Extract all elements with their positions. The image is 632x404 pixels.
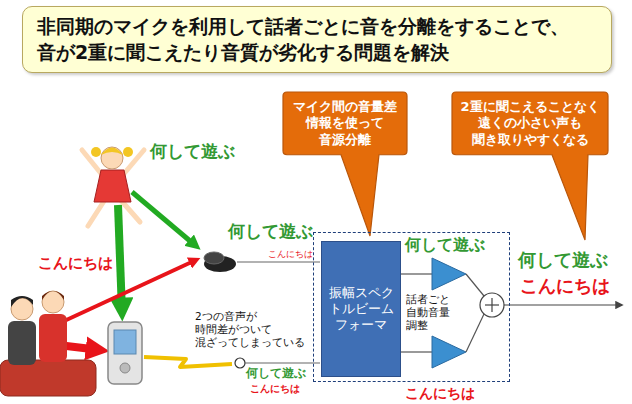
- speech-label: こんにちは: [38, 255, 113, 272]
- output-line: [504, 304, 622, 305]
- sofa: [0, 360, 96, 396]
- signal-label: こんにちは: [268, 249, 313, 259]
- signal-line: [400, 351, 432, 352]
- callout-outline: [283, 92, 407, 236]
- speech-label: 何して遊ぶ: [228, 222, 313, 242]
- plus-sign: [491, 298, 492, 312]
- hair: [42, 291, 64, 300]
- voice-arrow: [132, 192, 196, 246]
- title-box: 非同期のマイクを利用して話者ごとに音を分離をすることで、 音が2重に聞こえたり音…: [22, 6, 612, 73]
- signal-label: 何して遊ぶ: [405, 236, 485, 254]
- body: [39, 314, 67, 362]
- callout-box: マイク間の音量差 情報を使って 音源分離: [283, 92, 407, 155]
- amplifier-triangle: [432, 336, 466, 368]
- phone-screen: [114, 330, 136, 354]
- node-text: マイク間の音量差 情報を使って 音源分離: [289, 99, 401, 148]
- smartphone: [108, 322, 142, 384]
- signal-label: こんにちは: [405, 385, 475, 401]
- signal-label: 何して遊ぶ: [246, 367, 306, 381]
- lightning: [144, 357, 232, 367]
- output-label: 何して遊ぶ: [518, 250, 608, 271]
- dress: [94, 170, 131, 202]
- phone-body: [108, 322, 142, 384]
- output-label: こんにちは: [520, 276, 610, 297]
- speech-label: 何して遊ぶ: [150, 142, 235, 162]
- callout-outline: [452, 92, 608, 240]
- signal-line: [245, 362, 320, 363]
- beamformer-box: 振幅スペク トルビーム フォーマ: [321, 241, 401, 377]
- node-text: 振幅スペク トルビーム フォーマ: [326, 285, 396, 334]
- signal-line: [400, 273, 432, 274]
- signal-line: [466, 314, 484, 352]
- signal-label: こんにちは: [250, 383, 300, 395]
- people-figure: [0, 291, 96, 396]
- pigtail: [123, 147, 133, 157]
- pigtail: [91, 147, 101, 157]
- title-text: 非同期のマイクを利用して話者ごとに音を分離をすることで、 音が2重に聞こえたり音…: [37, 14, 597, 65]
- sum-circle: [480, 293, 504, 317]
- callout-box: 2重に聞こえることなく 遠くの小さい声も 聞き取りやすくなる: [452, 92, 608, 155]
- signal-line: [237, 261, 320, 262]
- processing-block: 話者ごと 自動音量 調整振幅スペク トルビーム フォーマ: [313, 232, 510, 382]
- girl-figure: [82, 147, 144, 226]
- input-terminal: [235, 358, 245, 368]
- amplifier-triangle: [432, 258, 466, 290]
- node-text: 2重に聞こえることなく 遠くの小さい声も 聞き取りやすくなる: [458, 99, 602, 148]
- note: 2つの音声が 時間差がついて 混ざってしまっている: [195, 310, 309, 349]
- signal-line: [466, 274, 484, 296]
- head: [101, 147, 123, 169]
- mic-top: [204, 252, 224, 264]
- body: [8, 321, 36, 365]
- head: [42, 291, 64, 313]
- phone-button: [120, 363, 130, 373]
- hair: [101, 148, 123, 156]
- block-note: 話者ごと 自動音量 調整: [406, 293, 456, 333]
- hair: [11, 296, 33, 307]
- microphone: [204, 252, 236, 272]
